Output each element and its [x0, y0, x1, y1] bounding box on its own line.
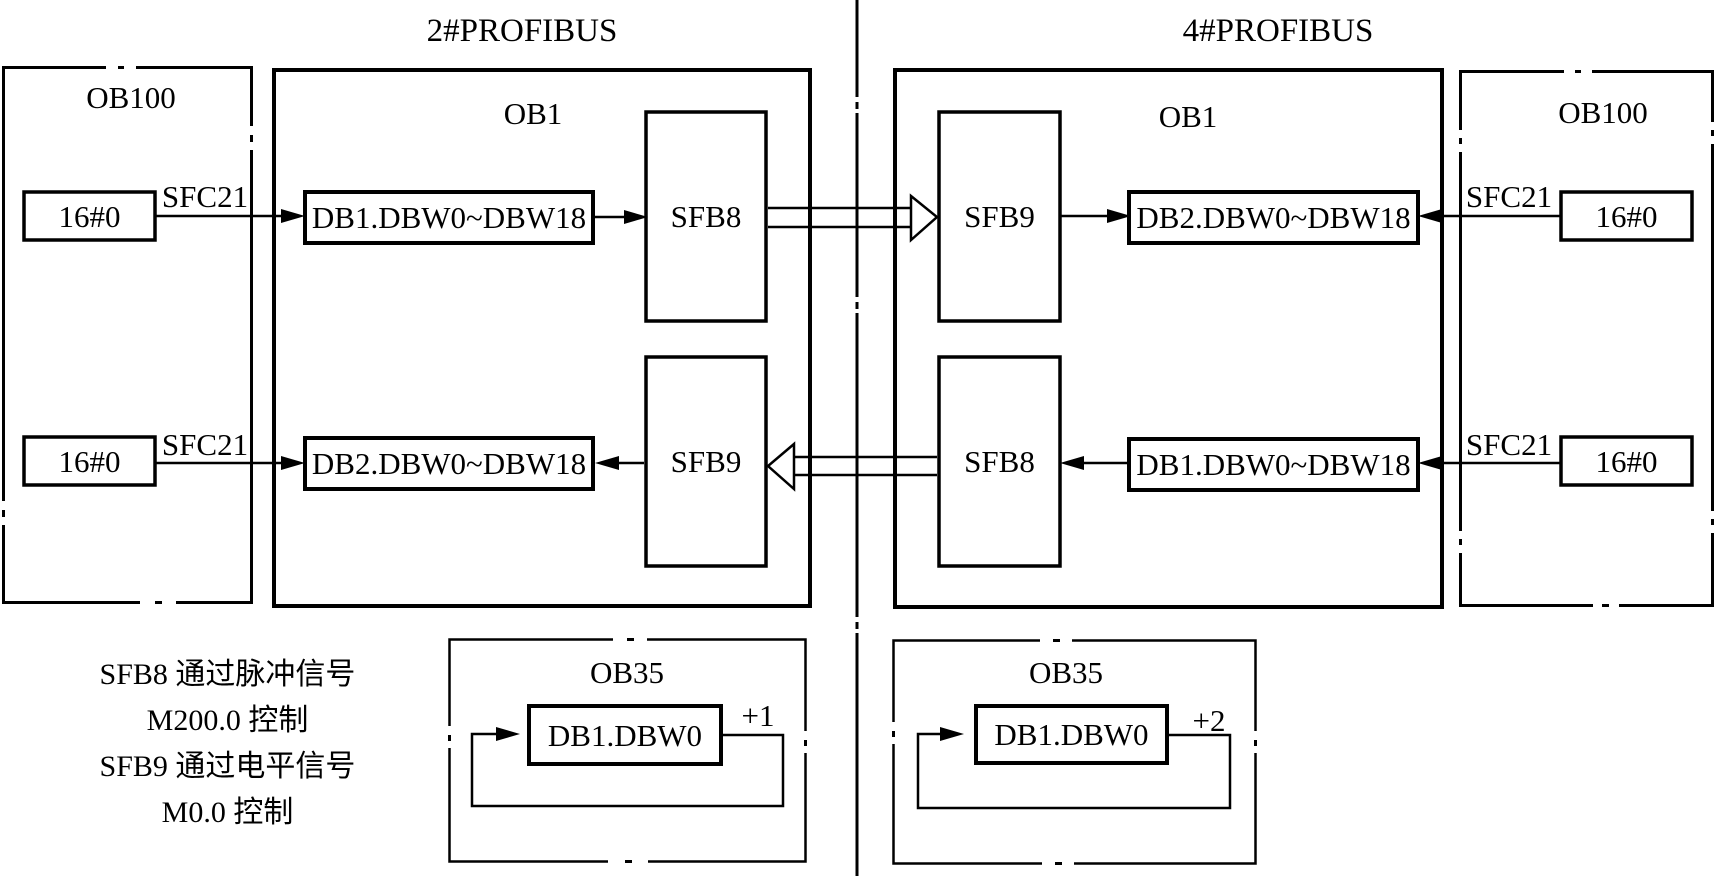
increment-left-label: +1 [741, 697, 775, 733]
bus-arrow-sfb8-to-sfb9-return [766, 441, 937, 492]
arrow-sfb9-to-db2-right [1060, 209, 1131, 223]
arrow-init-to-db1-left [155, 209, 305, 223]
chain-dot [1459, 138, 1462, 144]
chain-dot [1711, 519, 1714, 525]
init-value-right-bottom: 16#0 [1595, 443, 1658, 479]
init-value-left-top: 16#0 [58, 198, 121, 234]
arrowhead-right [1107, 209, 1131, 223]
arrowhead-left [1418, 209, 1442, 223]
loop-line [916, 732, 1232, 810]
arrowhead-right [281, 456, 305, 470]
arrowhead-left [1060, 456, 1084, 470]
arrow-init-to-db2-left [155, 456, 305, 470]
ob35-left-label: OB35 [589, 654, 665, 690]
ob100-right-frame [1456, 67, 1717, 610]
chain-dot [1053, 639, 1060, 642]
chain-dot [1575, 70, 1581, 73]
note-line-2: M200.0 控制 [146, 704, 309, 737]
recv-db-right-label: DB2.DBW0~DBW18 [1136, 200, 1411, 235]
bus-title-right: 4#PROFIBUS [1182, 12, 1374, 49]
ob1-left-box [272, 68, 812, 608]
init-value-box-left-bottom [22, 435, 157, 487]
sfb8-box-right [937, 355, 1062, 568]
chain-dot [448, 735, 451, 741]
send-db-box-left [303, 190, 595, 245]
network-divider-chain-line [853, 0, 861, 876]
loop-line [470, 732, 785, 808]
arrowhead-right [496, 727, 520, 741]
arrowhead-right [940, 727, 964, 741]
arrow-db1-to-sfb8-right [1060, 456, 1129, 470]
send-db-left-label: DB1.DBW0~DBW18 [311, 200, 587, 235]
arrowhead-right [281, 209, 305, 223]
note-line-3: SFB9 通过电平信号 [99, 750, 356, 783]
arrowhead-left [1418, 456, 1442, 470]
arrow-init-to-db2-right [1418, 209, 1561, 223]
init-value-box-right-bottom [1559, 435, 1694, 487]
chain-dot [1055, 862, 1062, 865]
sfc21-left-top: SFC21 [161, 178, 249, 214]
init-value-right-top: 16#0 [1595, 198, 1658, 234]
ob35-left-frame [445, 635, 810, 866]
sfb9-right-label: SFB9 [964, 199, 1035, 234]
sfb9-left-label: SFB9 [670, 444, 742, 479]
recv-db-box-right [1127, 190, 1420, 245]
arrow-db1-to-sfb8-left [595, 210, 648, 224]
chain-dot [855, 622, 859, 629]
recv-db-box-left [303, 436, 595, 491]
chain-dot [1254, 740, 1257, 746]
note-line-4: M0.0 控制 [161, 796, 294, 829]
ob100-right-box [1459, 70, 1714, 607]
increment-right-label: +2 [1192, 702, 1226, 738]
send-db-box-right [1127, 437, 1420, 492]
chain-dot [155, 601, 162, 604]
init-value-left-bottom: 16#0 [58, 443, 121, 479]
feedback-loop-right [916, 727, 1232, 810]
chain-dot [118, 66, 124, 69]
chain-dot [855, 102, 859, 109]
ob35-right-frame [889, 636, 1260, 868]
recv-db-left-label: DB2.DBW0~DBW18 [311, 446, 587, 481]
chain-dot [1459, 539, 1462, 545]
sfb8-right-label: SFB8 [964, 444, 1035, 479]
bus-arrow-sfb8-to-sfb9 [768, 193, 939, 243]
chain-dot [625, 860, 632, 863]
ob1-right-label: OB1 [1158, 98, 1218, 134]
send-db-right-label: DB1.DBW0~DBW18 [1136, 447, 1411, 482]
chain-dot [1602, 604, 1609, 607]
control-notes: SFB8 通过脉冲信号 M200.0 控制 SFB9 通过电平信号 M0.0 控… [65, 648, 390, 832]
ob100-left-box [2, 66, 253, 604]
counter-db-left-label: DB1.DBW0 [547, 717, 703, 753]
ob1-right-box [893, 68, 1444, 609]
hollow-arrowhead-left [766, 441, 796, 492]
chain-dot [804, 740, 807, 746]
counter-db-right-label: DB1.DBW0 [994, 717, 1149, 752]
feedback-loop-left [470, 727, 785, 808]
chain-dot [1711, 130, 1714, 136]
arrow-init-to-db1-right [1418, 456, 1561, 470]
arrowhead-left [595, 456, 619, 470]
sfb9-box-left [644, 355, 768, 568]
ob1-left-label: OB1 [503, 95, 563, 131]
chain-dot [250, 135, 253, 142]
ob100-right-label: OB100 [1558, 94, 1648, 130]
chain-dot [2, 510, 5, 517]
sfc21-right-bottom: SFC21 [1465, 426, 1553, 462]
sfc21-left-bottom: SFC21 [161, 426, 249, 462]
sfc21-right-top: SFC21 [1465, 178, 1553, 214]
arrow-sfb9-to-db2-left [595, 456, 644, 470]
chain-dot [892, 731, 895, 737]
note-line-1: SFB8 通过脉冲信号 [99, 658, 356, 691]
sfb8-left-label: SFB8 [670, 199, 742, 234]
hollow-arrowhead-right [909, 193, 939, 243]
ob100-left-label: OB100 [86, 79, 176, 115]
chain-dot [627, 638, 634, 641]
ob100-left-frame [0, 63, 256, 607]
arrowhead-right [624, 210, 648, 224]
ob35-right-label: OB35 [1028, 654, 1104, 690]
chain-dot [855, 302, 859, 309]
bus-title-left: 2#PROFIBUS [426, 12, 618, 49]
